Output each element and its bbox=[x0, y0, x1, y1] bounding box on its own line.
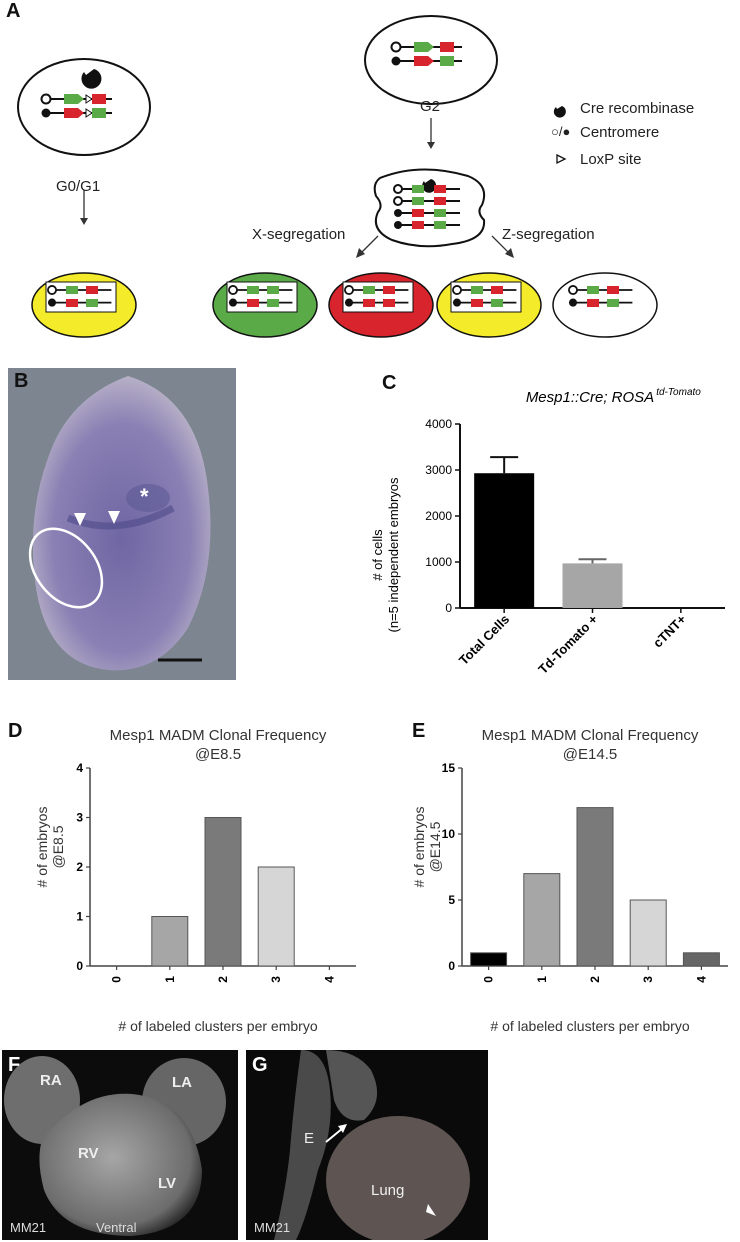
g0g1-label: G0/G1 bbox=[56, 178, 101, 195]
asterisk-marker: * bbox=[140, 484, 149, 509]
chart-d-title-1: Mesp1 MADM Clonal Frequency bbox=[110, 727, 327, 744]
e-label: E bbox=[304, 1130, 315, 1147]
chart-e-ytick-label: 15 bbox=[442, 761, 456, 775]
panel-label-g: G bbox=[252, 1054, 268, 1076]
f-strain-label: MM21 bbox=[10, 1220, 47, 1235]
chart-c-ytick-label: 4000 bbox=[425, 417, 452, 431]
chart-c-ytick-label: 0 bbox=[445, 601, 452, 615]
chart-d: Mesp1 MADM Clonal Frequency @E8.5 # of e… bbox=[34, 727, 356, 1034]
chart-e-bar bbox=[629, 899, 667, 967]
chart-e-ylabel-2: @E14.5 bbox=[427, 821, 443, 872]
chart-e-ytick-label: 10 bbox=[442, 827, 456, 841]
x-segregation-label: X-segregation bbox=[252, 226, 346, 243]
la-label: LA bbox=[172, 1074, 192, 1091]
panel-label-d: D bbox=[8, 720, 23, 742]
chart-e-category-label: 2 bbox=[588, 976, 602, 983]
chart-c-ytick-label: 2000 bbox=[425, 509, 452, 523]
chart-d-bar bbox=[151, 916, 189, 967]
chart-e-ytick-label: 5 bbox=[448, 893, 455, 907]
chart-e-xlabel: # of labeled clusters per embryo bbox=[490, 1018, 689, 1034]
chart-e-bar bbox=[523, 873, 561, 967]
chart-c-category-label: Td-Tomato + bbox=[535, 611, 601, 677]
f-view-label: Ventral bbox=[96, 1220, 137, 1235]
panel-label-f: F bbox=[8, 1054, 21, 1076]
arrow-icon bbox=[338, 1124, 347, 1133]
chart-e-bar bbox=[470, 952, 508, 967]
chart-c-ytick-label: 1000 bbox=[425, 555, 452, 569]
chart-d-ytick-label: 1 bbox=[76, 910, 83, 924]
panel-label-b: B bbox=[14, 370, 29, 392]
chart-d-ytick-label: 3 bbox=[76, 811, 83, 825]
chart-c-title-sup: td-Tomato bbox=[656, 387, 701, 398]
chart-e-ytick-label: 0 bbox=[448, 959, 455, 973]
lv-label: LV bbox=[158, 1175, 177, 1192]
lung-label: Lung bbox=[371, 1182, 405, 1199]
arrowhead-icon bbox=[108, 511, 120, 524]
legend-centromere-label: Centromere bbox=[580, 124, 660, 141]
chart-e-ylabel-1: # of embryos bbox=[411, 807, 427, 888]
chart-d-ytick-label: 0 bbox=[76, 959, 83, 973]
chart-d-xlabel: # of labeled clusters per embryo bbox=[118, 1018, 317, 1034]
chart-e-title-1: Mesp1 MADM Clonal Frequency bbox=[482, 727, 699, 744]
cre-recombinase-icon bbox=[81, 69, 102, 89]
chart-c-ytick-label: 3000 bbox=[425, 463, 452, 477]
chart-d-bar bbox=[204, 817, 242, 967]
chart-e: Mesp1 MADM Clonal Frequency @E14.5 # of … bbox=[411, 727, 728, 1034]
panel-label-e: E bbox=[412, 720, 426, 742]
embryo-image: * bbox=[8, 368, 236, 680]
chart-d-category-label: 0 bbox=[110, 976, 124, 983]
rv-label: RV bbox=[78, 1145, 99, 1162]
chart-e-category-label: 1 bbox=[535, 976, 549, 983]
chart-e-category-label: 0 bbox=[482, 976, 496, 983]
g0g1-cell bbox=[17, 58, 151, 156]
chart-c: Mesp1::Cre; ROSA td-Tomato # of cells (n… bbox=[370, 387, 725, 677]
ra-label: RA bbox=[40, 1072, 62, 1089]
chart-c-ylabel-2: (n=5 independent embryos bbox=[386, 477, 401, 633]
madm-schematic bbox=[17, 15, 658, 338]
chart-d-ytick-label: 2 bbox=[76, 860, 83, 874]
chart-d-ylabel-1: # of embryos bbox=[34, 807, 50, 888]
chart-d-category-label: 2 bbox=[216, 976, 230, 983]
legend-loxp-icon bbox=[556, 153, 567, 165]
chart-d-title-2: @E8.5 bbox=[195, 746, 241, 763]
arrowhead-icon bbox=[74, 513, 86, 526]
chart-c-category-label: Total Cells bbox=[456, 612, 512, 668]
g2-label: G2 bbox=[420, 98, 441, 115]
panel-label-c: C bbox=[382, 372, 397, 394]
chart-d-category-label: 4 bbox=[322, 976, 336, 983]
lung-image: E Lung MM21 bbox=[246, 1050, 488, 1240]
legend-cre-label: Cre recombinase bbox=[580, 100, 695, 117]
chart-d-category-label: 1 bbox=[163, 976, 177, 983]
chart-e-bar bbox=[576, 807, 614, 967]
g-strain-label: MM21 bbox=[254, 1220, 291, 1235]
chart-d-ytick-label: 4 bbox=[76, 761, 83, 775]
panel-label-a: A bbox=[6, 0, 21, 22]
legend-cre-icon bbox=[553, 106, 566, 118]
chart-d-ylabel-2: @E8.5 bbox=[50, 825, 66, 868]
legend-loxp-label: LoxP site bbox=[580, 151, 642, 168]
legend-centromere-symbol: ○/● bbox=[551, 124, 571, 139]
chart-c-bar bbox=[562, 563, 623, 608]
chart-c-ylabel-1: # of cells bbox=[370, 529, 385, 581]
chart-e-title-2: @E14.5 bbox=[563, 746, 617, 763]
chart-e-bar bbox=[682, 952, 720, 967]
arrowhead-icon bbox=[426, 1204, 436, 1216]
chart-d-bar bbox=[257, 866, 295, 967]
daughter-cell-colorless bbox=[552, 272, 658, 338]
chart-c-bar bbox=[474, 473, 535, 608]
chart-c-category-label: cTNT+ bbox=[650, 611, 689, 650]
chart-e-category-label: 4 bbox=[694, 976, 708, 983]
chart-c-title: Mesp1::Cre; ROSA bbox=[526, 389, 654, 406]
chart-e-category-label: 3 bbox=[641, 976, 655, 983]
heart-image: RA LA RV LV MM21 Ventral bbox=[2, 1050, 238, 1240]
chart-d-category-label: 3 bbox=[269, 976, 283, 983]
z-segregation-label: Z-segregation bbox=[502, 226, 595, 243]
